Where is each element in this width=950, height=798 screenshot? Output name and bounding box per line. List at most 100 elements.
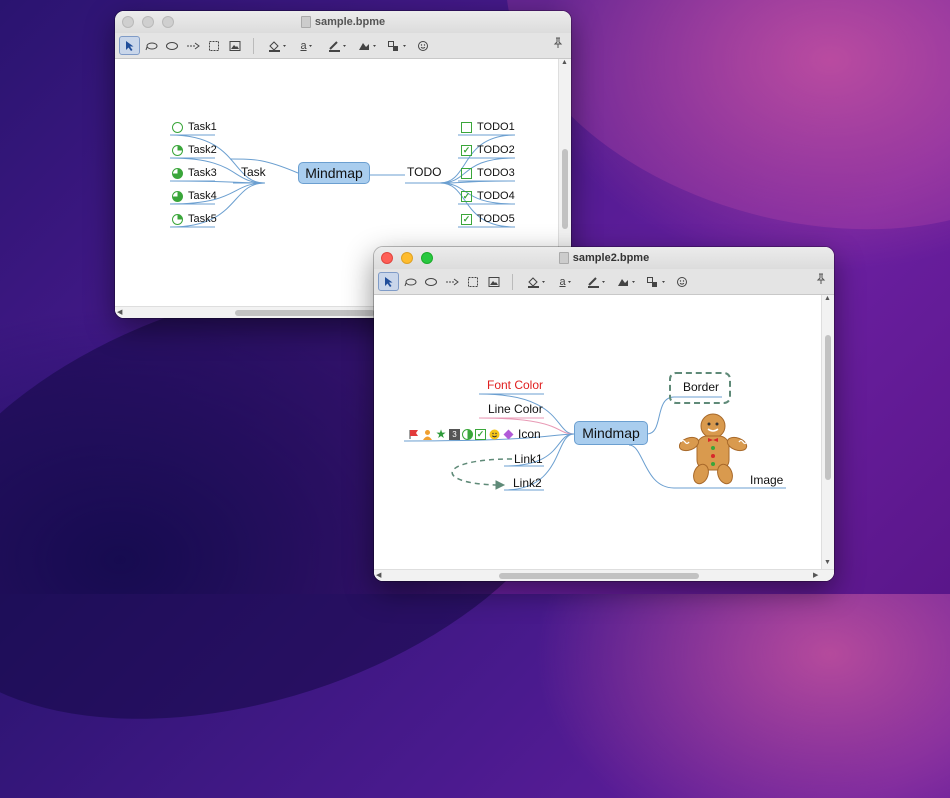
horizontal-scroll-thumb[interactable] (235, 310, 375, 316)
scroll-up-arrow-icon[interactable]: ▲ (561, 59, 568, 66)
line-color-button[interactable] (323, 36, 352, 55)
scroll-left-arrow-icon[interactable]: ◀ (117, 309, 123, 316)
todo-node-4[interactable]: ✓TODO4 (461, 190, 515, 202)
line-color-icon (328, 40, 346, 52)
titlebar[interactable]: sample.bpme (115, 11, 571, 33)
scroll-left-arrow-icon[interactable]: ◀ (376, 572, 382, 579)
todo-node-1[interactable]: TODO1 (461, 121, 515, 133)
minimize-button[interactable] (401, 252, 413, 264)
task-node-1[interactable]: Task1 (172, 121, 217, 133)
text-color-button[interactable]: a (552, 272, 581, 291)
style-button[interactable] (353, 36, 382, 55)
text-color-button[interactable]: a (293, 36, 322, 55)
task-node-3[interactable]: Task3 (172, 167, 217, 179)
image-node[interactable]: Image (750, 473, 784, 487)
toolbar: a (374, 269, 834, 295)
select-tool-button[interactable] (378, 272, 399, 291)
progress-pie-icon (172, 190, 183, 202)
vertical-scroll-thumb[interactable] (825, 335, 831, 480)
font-color-node[interactable]: Font Color (487, 378, 544, 392)
image-tool-button[interactable] (224, 36, 245, 55)
border-node-frame (669, 372, 731, 404)
ellipse-icon (165, 41, 178, 50)
center-node[interactable]: Mindmap (574, 421, 648, 445)
border-node[interactable]: Border (683, 380, 720, 394)
progress-pie-icon (172, 121, 183, 133)
zoom-button[interactable] (162, 16, 174, 28)
checked-box-icon[interactable]: ✓ (461, 144, 472, 156)
flag-icon (407, 428, 419, 440)
scroll-down-arrow-icon[interactable]: ▼ (824, 559, 831, 566)
image-tool-button[interactable] (483, 272, 504, 291)
vertical-scrollbar[interactable]: ▲ ▼ (821, 295, 834, 570)
todo-node-3[interactable]: TODO3 (461, 167, 515, 179)
unchecked-box-icon[interactable] (461, 121, 472, 133)
layout-button[interactable] (642, 272, 671, 291)
lasso-tool-button[interactable] (140, 36, 161, 55)
gingerbread-image[interactable] (679, 412, 749, 488)
arrow-link-icon (445, 278, 459, 285)
todo-label: TODO3 (477, 167, 515, 179)
pin-button[interactable] (816, 273, 826, 288)
scroll-up-arrow-icon[interactable]: ▲ (824, 295, 831, 302)
emoji-button[interactable] (671, 272, 692, 291)
document-icon (558, 252, 569, 265)
pin-button[interactable] (553, 37, 563, 52)
progress-pie-icon (462, 428, 473, 440)
progress-pie-icon (172, 167, 183, 179)
line-color-node[interactable]: Line Color (488, 402, 543, 416)
line-color-button[interactable] (582, 272, 611, 291)
link2-node[interactable]: Link2 (513, 476, 542, 490)
image-icon (488, 276, 499, 287)
minimize-button[interactable] (142, 16, 154, 28)
ellipse-tool-button[interactable] (420, 272, 441, 291)
toolbar: a (115, 33, 571, 59)
task-node-4[interactable]: Task4 (172, 190, 217, 202)
star-icon: ★ (435, 427, 447, 441)
checked-box-icon: ✓ (475, 428, 486, 440)
window-title: sample2.bpme (572, 252, 650, 264)
todo-branch-node[interactable]: TODO (407, 165, 442, 179)
lasso-tool-button[interactable] (399, 272, 420, 291)
close-button[interactable] (122, 16, 134, 28)
fill-color-button[interactable] (263, 36, 292, 55)
ellipse-tool-button[interactable] (161, 36, 182, 55)
marquee-icon (467, 276, 478, 287)
titlebar[interactable]: sample2.bpme (374, 247, 834, 269)
vertical-scroll-thumb[interactable] (562, 149, 568, 229)
center-node[interactable]: Mindmap (298, 162, 370, 184)
icon-node[interactable]: Icon (518, 427, 541, 441)
unchecked-box-icon[interactable] (461, 167, 472, 179)
select-tool-button[interactable] (119, 36, 140, 55)
document-icon (300, 16, 311, 29)
task-node-2[interactable]: Task2 (172, 144, 217, 156)
horizontal-scroll-thumb[interactable] (499, 573, 699, 579)
marquee-icon (208, 40, 219, 51)
fill-color-button[interactable] (522, 272, 551, 291)
style-button[interactable] (612, 272, 641, 291)
mindmap-canvas[interactable]: Mindmap Font Color Line Color ★ 3 ✓ Icon… (374, 295, 834, 581)
scroll-right-arrow-icon[interactable]: ▶ (813, 572, 819, 579)
emoji-button[interactable] (412, 36, 433, 55)
link-tool-button[interactable] (441, 272, 462, 291)
horizontal-scrollbar[interactable]: ◀ ▶ (374, 569, 834, 581)
task-branch-node[interactable]: Task (241, 165, 266, 179)
link-tool-button[interactable] (182, 36, 203, 55)
marquee-tool-button[interactable] (462, 272, 483, 291)
todo-node-2[interactable]: ✓TODO2 (461, 144, 515, 156)
close-button[interactable] (381, 252, 393, 264)
link1-node[interactable]: Link1 (514, 452, 543, 466)
emoji-icon (676, 276, 687, 287)
smiley-icon (488, 428, 500, 440)
task-node-5[interactable]: Task5 (172, 213, 217, 225)
zoom-button[interactable] (421, 252, 433, 264)
todo-label: TODO1 (477, 121, 515, 133)
select-icon (384, 276, 392, 287)
marquee-tool-button[interactable] (203, 36, 224, 55)
ellipse-icon (424, 277, 437, 286)
checked-box-icon[interactable]: ✓ (461, 190, 472, 202)
layout-button[interactable] (383, 36, 412, 55)
todo-node-5[interactable]: ✓TODO5 (461, 213, 515, 225)
vertical-scrollbar[interactable]: ▲ (558, 59, 571, 307)
checked-box-icon[interactable]: ✓ (461, 213, 472, 225)
